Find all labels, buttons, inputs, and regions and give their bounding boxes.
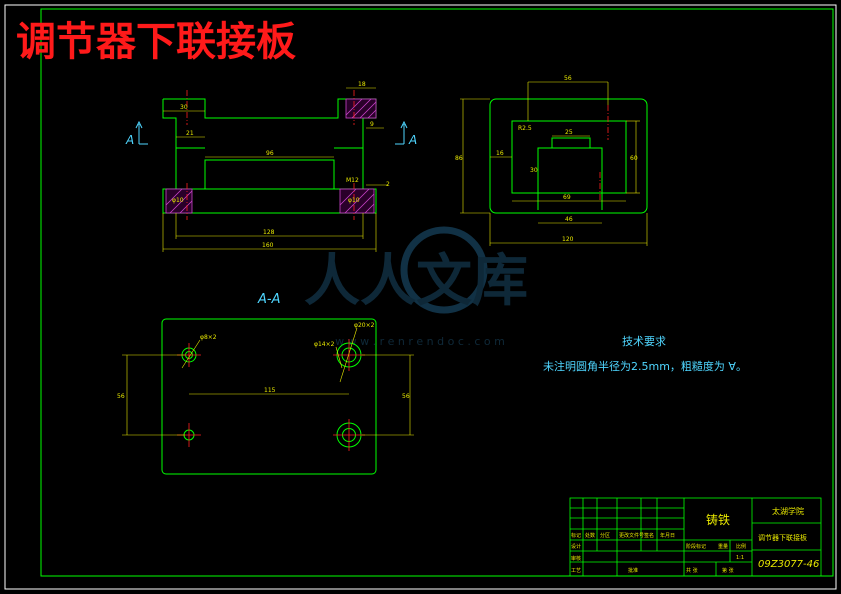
side-dim-inner-width: 69 xyxy=(563,194,571,201)
tb-label-stage: 阶段标记 xyxy=(686,543,706,550)
watermark-brand: 人人文库 xyxy=(304,249,528,314)
tb-label-scale: 比例 xyxy=(736,543,746,550)
side-dim-inner-height: 60 xyxy=(630,155,638,162)
side-dim-chamfer: R2.5 xyxy=(518,125,532,132)
tb-row-2: 工艺 xyxy=(571,568,581,574)
section-hatch-bottom-right xyxy=(339,188,375,214)
section-hatch-top-right xyxy=(345,98,377,119)
tb-label-total: 共 张 xyxy=(686,567,698,574)
tb-scale: 1:1 xyxy=(736,555,744,561)
front-dim-middle: 96 xyxy=(266,150,274,157)
front-dim-right-side: 2 xyxy=(386,181,390,188)
tb-drawing-no: 09Z3077-46 xyxy=(758,559,819,570)
tb-label-sheet: 第 张 xyxy=(722,567,734,574)
tb-header-4: 签名 xyxy=(644,532,654,539)
side-dim-top: 56 xyxy=(564,75,572,82)
tb-header-0: 标记 xyxy=(571,532,581,539)
side-dim-overall: 120 xyxy=(562,236,574,243)
tb-header-5: 年月日 xyxy=(660,532,675,539)
front-dim-overall: 160 xyxy=(262,242,274,249)
front-dim-small-right: 9 xyxy=(370,121,374,128)
side-dim-inner-small: 30 xyxy=(530,167,538,174)
tb-header-2: 分区 xyxy=(600,532,610,539)
view-marker-left-label: A xyxy=(125,133,134,147)
front-view xyxy=(162,87,388,252)
view-marker-left xyxy=(135,120,148,145)
title-block xyxy=(569,497,822,577)
watermark-url: w w w . r e n r e n d o c . c o m xyxy=(335,335,505,348)
tb-header-1: 处数 xyxy=(585,532,595,539)
tb-material: 铸铁 xyxy=(706,512,730,527)
section-hatch-bottom-left xyxy=(165,188,193,214)
tech-req-heading: 技术要求 xyxy=(622,335,666,348)
section-label: A-A xyxy=(257,292,280,307)
front-outline-top xyxy=(162,98,377,190)
tb-row-1: 审核 xyxy=(571,555,581,562)
watermark: 人人文库 w w w . r e n r e n d o c . c o m xyxy=(304,226,528,348)
plan-dim-spacing: 115 xyxy=(264,387,276,394)
tb-label-weight: 重量 xyxy=(718,543,728,550)
front-dim-bottom-inner: 128 xyxy=(263,229,275,236)
plan-view xyxy=(122,318,414,475)
front-dim-top-left: 30 xyxy=(180,104,188,111)
front-dim-top-right: 18 xyxy=(358,81,366,88)
side-inner-slot xyxy=(537,137,603,210)
tb-school: 太湖学院 xyxy=(772,506,804,516)
view-marker-right-label: A xyxy=(408,133,417,147)
plan-dim-hole-mid: φ14×2 xyxy=(314,341,335,348)
tb-header-3: 更改文件号 xyxy=(619,532,644,539)
tb-part-name: 调节器下联接板 xyxy=(758,533,807,542)
front-dim-inner-left: 21 xyxy=(186,130,194,137)
side-dim-left: 16 xyxy=(496,150,504,157)
outer-frame xyxy=(4,4,837,590)
watermark-logo-ring xyxy=(400,226,488,314)
tb-row-0: 设计 xyxy=(571,543,581,550)
side-view xyxy=(460,81,648,246)
plan-dim-hole-top-right: φ20×2 xyxy=(354,322,375,329)
side-dim-height-left: 86 xyxy=(455,155,463,162)
side-outline xyxy=(489,98,648,214)
front-dim-thread: M12 xyxy=(346,177,359,184)
plan-outline xyxy=(161,318,377,475)
front-dim-hole-right: φ10 xyxy=(348,197,360,204)
side-dim-inner-top: 25 xyxy=(565,129,573,136)
front-dim-hole-left: φ10 xyxy=(172,197,184,204)
tech-req-note: 未注明圆角半径为2.5mm，粗糙度为 ∀。 xyxy=(543,359,747,373)
plan-dim-hole-top-left: φ8×2 xyxy=(200,334,217,341)
drawing-title: 调节器下联接板 xyxy=(16,19,296,65)
inner-frame xyxy=(40,8,834,577)
plan-dim-height-right: 56 xyxy=(402,393,410,400)
tb-label-approve: 批准 xyxy=(628,567,638,574)
side-dim-bottom-inner: 46 xyxy=(565,216,573,223)
view-marker-right xyxy=(395,120,408,145)
plan-dim-height-left: 56 xyxy=(117,393,125,400)
